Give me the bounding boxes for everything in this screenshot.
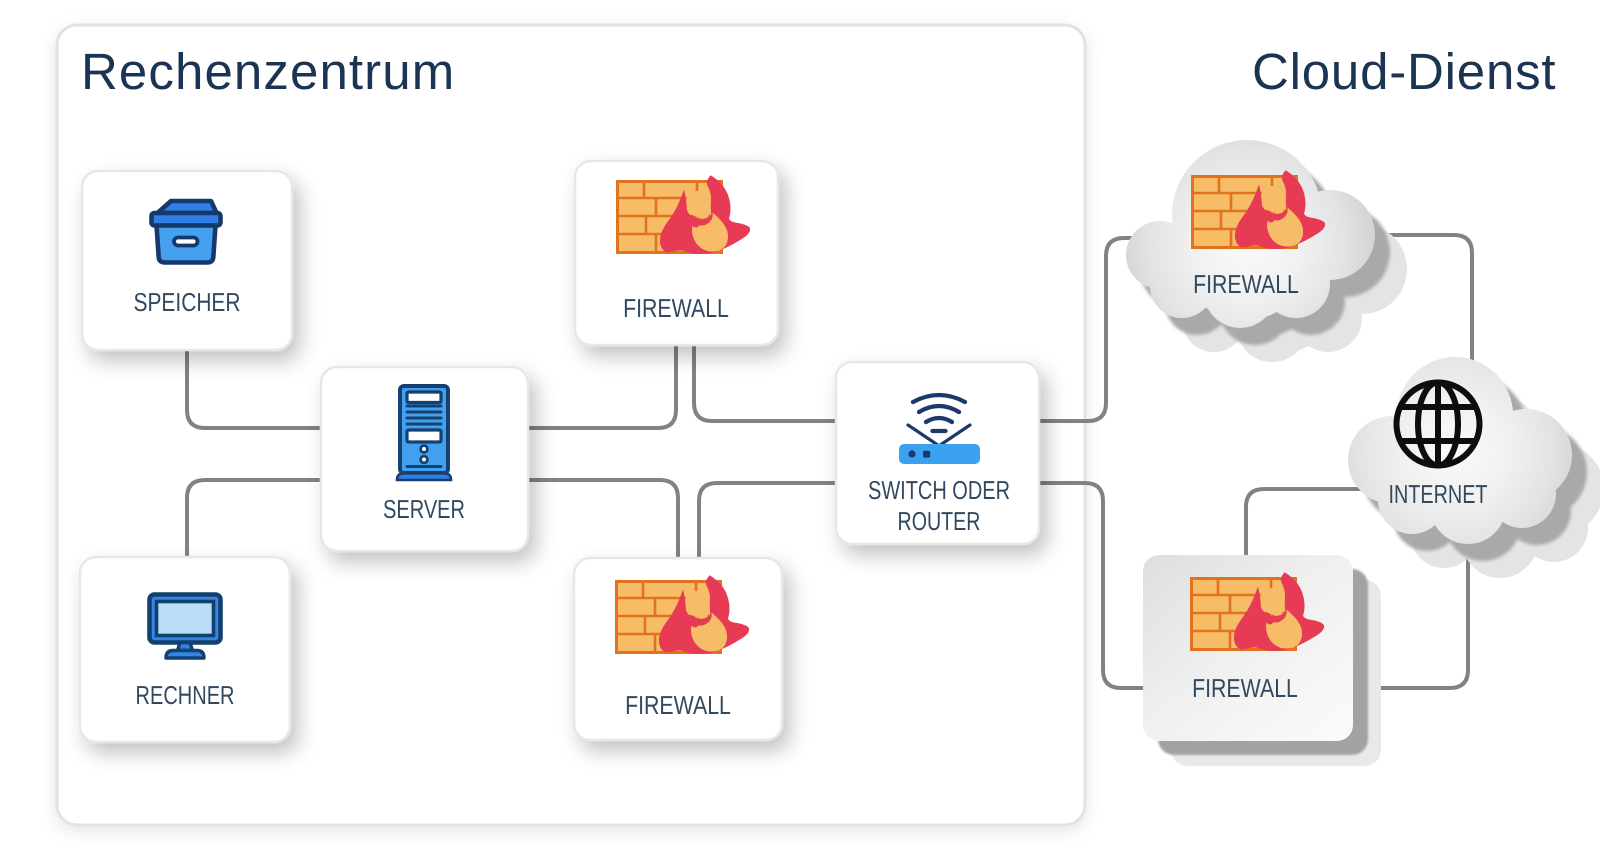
svg-text:FIREWALL: FIREWALL	[1192, 673, 1298, 703]
svg-text:ROUTER: ROUTER	[898, 506, 981, 536]
svg-text:SERVER: SERVER	[383, 494, 465, 524]
svg-text:SWITCH ODER: SWITCH ODER	[868, 475, 1010, 505]
svg-text:FIREWALL: FIREWALL	[623, 293, 729, 323]
svg-text:RECHNER: RECHNER	[135, 680, 234, 710]
svg-text:INTERNET: INTERNET	[1388, 479, 1487, 509]
svg-text:SPEICHER: SPEICHER	[133, 287, 240, 317]
svg-text:Rechenzentrum: Rechenzentrum	[81, 43, 455, 100]
svg-text:FIREWALL: FIREWALL	[1193, 269, 1299, 299]
svg-text:FIREWALL: FIREWALL	[625, 690, 731, 720]
svg-text:Cloud-Dienst: Cloud-Dienst	[1252, 43, 1556, 100]
